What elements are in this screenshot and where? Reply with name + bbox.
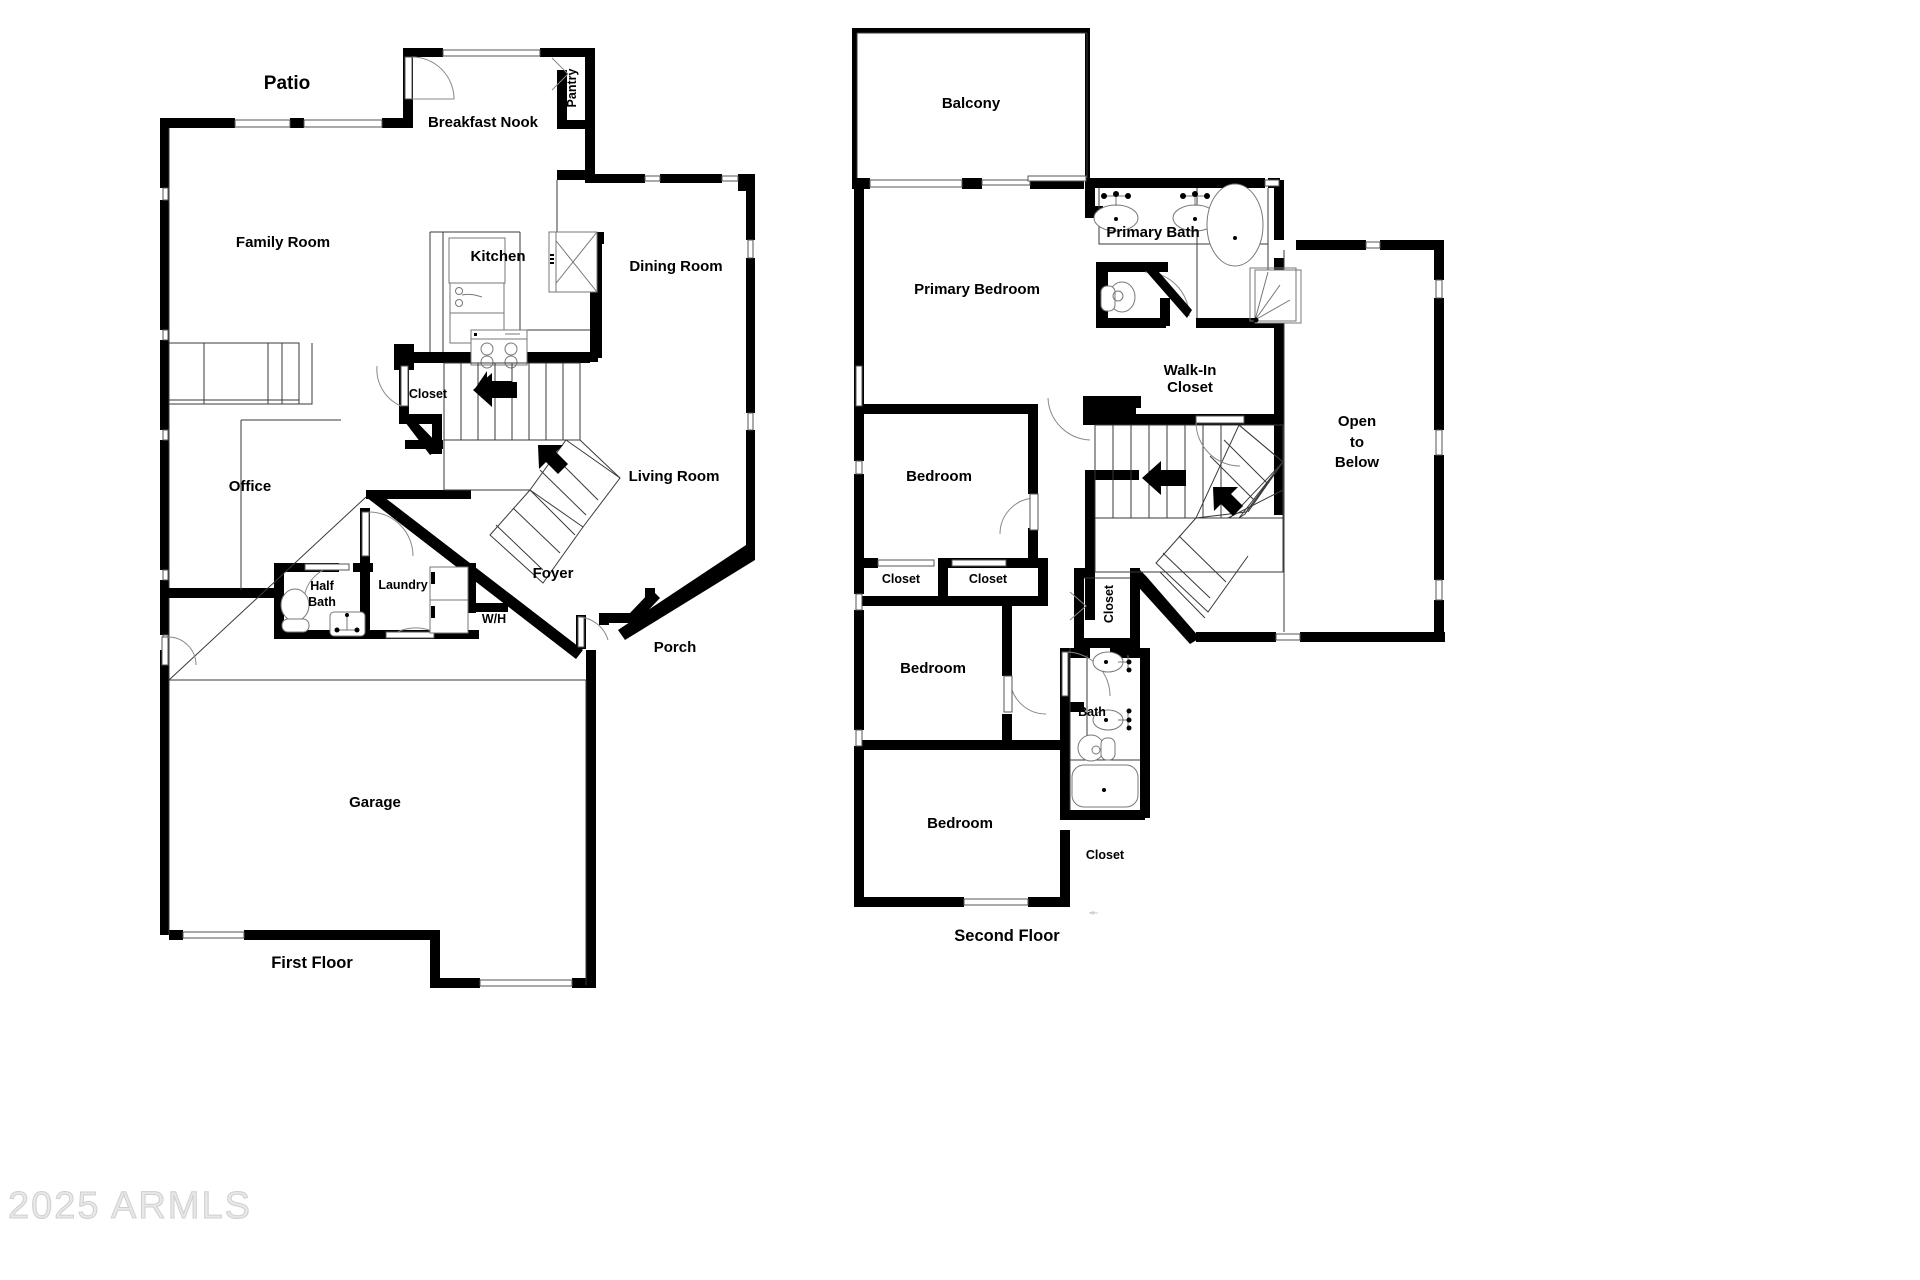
room-label-bedroom-4: Bedroom [927,815,993,832]
room-label-open-to-below-line1: Open [1338,413,1376,430]
watermark: 2025 ARMLS [8,1185,252,1228]
watermark-text: 2025 ARMLS [8,1185,252,1228]
room-label-kitchen: Kitchen [470,248,525,265]
room-label-patio: Patio [264,73,310,94]
room-label-family-room: Family Room [236,234,330,251]
room-label-living-room: Living Room [629,468,720,485]
room-label-closet-d: Closet [1086,848,1125,862]
room-label-walkin-closet-line2: Closet [1167,379,1213,396]
first-floor-stairs [443,362,621,584]
room-label-garage: Garage [349,794,401,811]
room-label-closet-c: Closet [1102,584,1116,623]
first-floor-labels: Patio Breakfast Nook Pantry Family Room … [229,69,723,972]
room-label-closet-b: Closet [969,572,1008,586]
floor-title-second: Second Floor [954,927,1060,945]
second-floor-stairs [1094,424,1284,619]
room-label-porch: Porch [654,639,697,656]
room-label-walkin-closet-line1: Walk-In [1164,362,1217,379]
first-floor-walls [160,48,755,988]
first-floor-interior-lines [168,128,598,985]
second-floor-windows [855,175,1443,906]
room-label-bedroom-2: Bedroom [906,468,972,485]
room-label-half-bath-line2: Bath [308,595,336,609]
second-floor-doors [877,264,1245,715]
room-label-water-heater: W/H [482,612,506,626]
room-label-office: Office [229,478,272,495]
room-label-bedroom-3: Bedroom [900,660,966,677]
room-label-balcony: Balcony [942,95,1001,112]
room-label-pantry: Pantry [565,69,579,108]
room-label-primary-bath: Primary Bath [1106,224,1199,241]
floor-title-first: First Floor [271,954,353,972]
room-label-breakfast-nook: Breakfast Nook [428,114,539,131]
room-label-bath: Bath [1078,705,1106,719]
room-label-primary-bedroom: Primary Bedroom [914,281,1040,298]
room-label-closet-first: Closet [409,387,448,401]
first-floor-doors [161,56,609,666]
room-label-open-to-below-line2: to [1350,434,1364,451]
second-floor-labels: Balcony Primary Bath Primary Bedroom Wal… [882,95,1380,945]
room-label-closet-a: Closet [882,572,921,586]
room-label-open-to-below-line3: Below [1335,454,1380,471]
second-floor-plan: Balcony Primary Bath Primary Bedroom Wal… [852,28,1445,945]
first-floor-fixtures [280,566,469,637]
room-label-dining-room: Dining Room [629,258,722,275]
first-floor-windows [162,49,754,987]
first-floor-plan: Patio Breakfast Nook Pantry Family Room … [160,48,755,988]
room-label-foyer: Foyer [533,565,574,582]
room-label-laundry: Laundry [378,578,427,592]
second-floor-fixtures [1071,183,1302,915]
room-label-half-bath-line1: Half [310,579,334,593]
